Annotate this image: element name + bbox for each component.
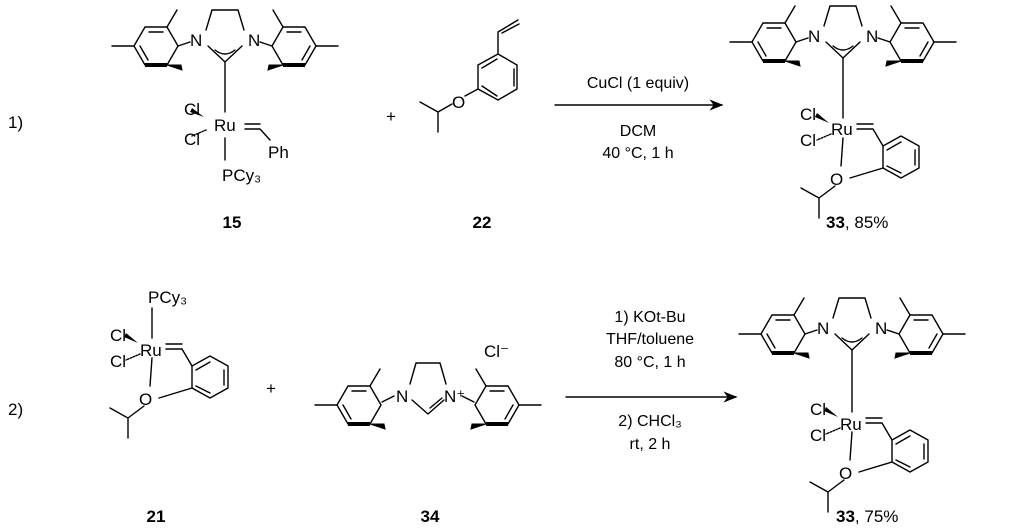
- condition-step2-temp-time: rt, 2 h: [630, 436, 671, 453]
- atom-cl: Cl: [800, 131, 816, 150]
- atom-ru: Ru: [840, 415, 862, 434]
- atom-cl: Cl: [110, 326, 126, 345]
- product-yield: , 75%: [855, 507, 898, 526]
- compound-21: PCy₃ Ru Cl Cl O: [109, 288, 229, 439]
- compound-label-22: 22: [473, 213, 492, 232]
- atom-n: N: [396, 387, 408, 406]
- atom-cl: Cl: [810, 426, 826, 445]
- atom-n: N: [248, 31, 260, 50]
- atom-ru: Ru: [140, 341, 162, 360]
- atom-cl: Cl: [184, 100, 200, 119]
- atom-o: O: [830, 170, 843, 189]
- compound-label-33: 33, 75%: [836, 507, 898, 526]
- atom-pcy3: PCy₃: [222, 166, 261, 185]
- condition-step1-reagent: 1) KOt-Bu: [614, 309, 685, 326]
- atom-o: O: [139, 390, 152, 409]
- atom-n: N: [808, 27, 820, 46]
- chloride-counterion: Cl⁻: [484, 342, 509, 361]
- product-id: 33: [826, 213, 845, 232]
- atom-cl: Cl: [810, 400, 826, 419]
- condition-temp-time: 40 °C, 1 h: [602, 145, 673, 162]
- product-yield: , 85%: [845, 213, 888, 232]
- compound-33-top: N N Ru Cl Cl O: [730, 6, 956, 219]
- atom-n-plus: N⁺: [444, 387, 465, 406]
- condition-reagent: CuCl (1 equiv): [587, 75, 689, 92]
- compound-34: N N⁺ Cl⁻: [313, 342, 543, 431]
- condition-solvent: DCM: [620, 123, 656, 140]
- compound-label-34: 34: [421, 507, 440, 526]
- plus-sign: +: [266, 379, 276, 398]
- product-id: 33: [836, 507, 855, 526]
- compound-label-15: 15: [223, 213, 242, 232]
- condition-step1-solvent: THF/toluene: [606, 331, 694, 348]
- atom-cl: Cl: [110, 352, 126, 371]
- atom-n: N: [817, 319, 829, 338]
- atom-ru: Ru: [831, 120, 853, 139]
- atom-o: O: [839, 464, 852, 483]
- atom-n: N: [866, 27, 878, 46]
- condition-step2-solvent: 2) CHCl₃: [618, 413, 681, 430]
- atom-n: N: [875, 319, 887, 338]
- plus-sign: +: [386, 107, 396, 126]
- compound-label-21: 21: [147, 507, 166, 526]
- compound-33-bottom: N N Ru Cl Cl O: [739, 298, 965, 513]
- reaction-number-1: 1): [8, 113, 23, 132]
- atom-n: N: [190, 31, 202, 50]
- atom-ru: Ru: [214, 116, 236, 135]
- atom-cl: Cl: [184, 130, 200, 149]
- compound-label-33: 33, 85%: [826, 213, 888, 232]
- compound-15: N N Ru Cl Cl Ph PCy₃: [112, 10, 338, 185]
- atom-pcy3: PCy₃: [148, 288, 187, 307]
- reaction-number-2: 2): [8, 400, 23, 419]
- atom-o: O: [452, 93, 465, 112]
- compound-22: O: [419, 19, 520, 133]
- atom-ph: Ph: [268, 143, 289, 162]
- condition-step1-temp-time: 80 °C, 1 h: [614, 354, 685, 371]
- atom-cl: Cl: [800, 105, 816, 124]
